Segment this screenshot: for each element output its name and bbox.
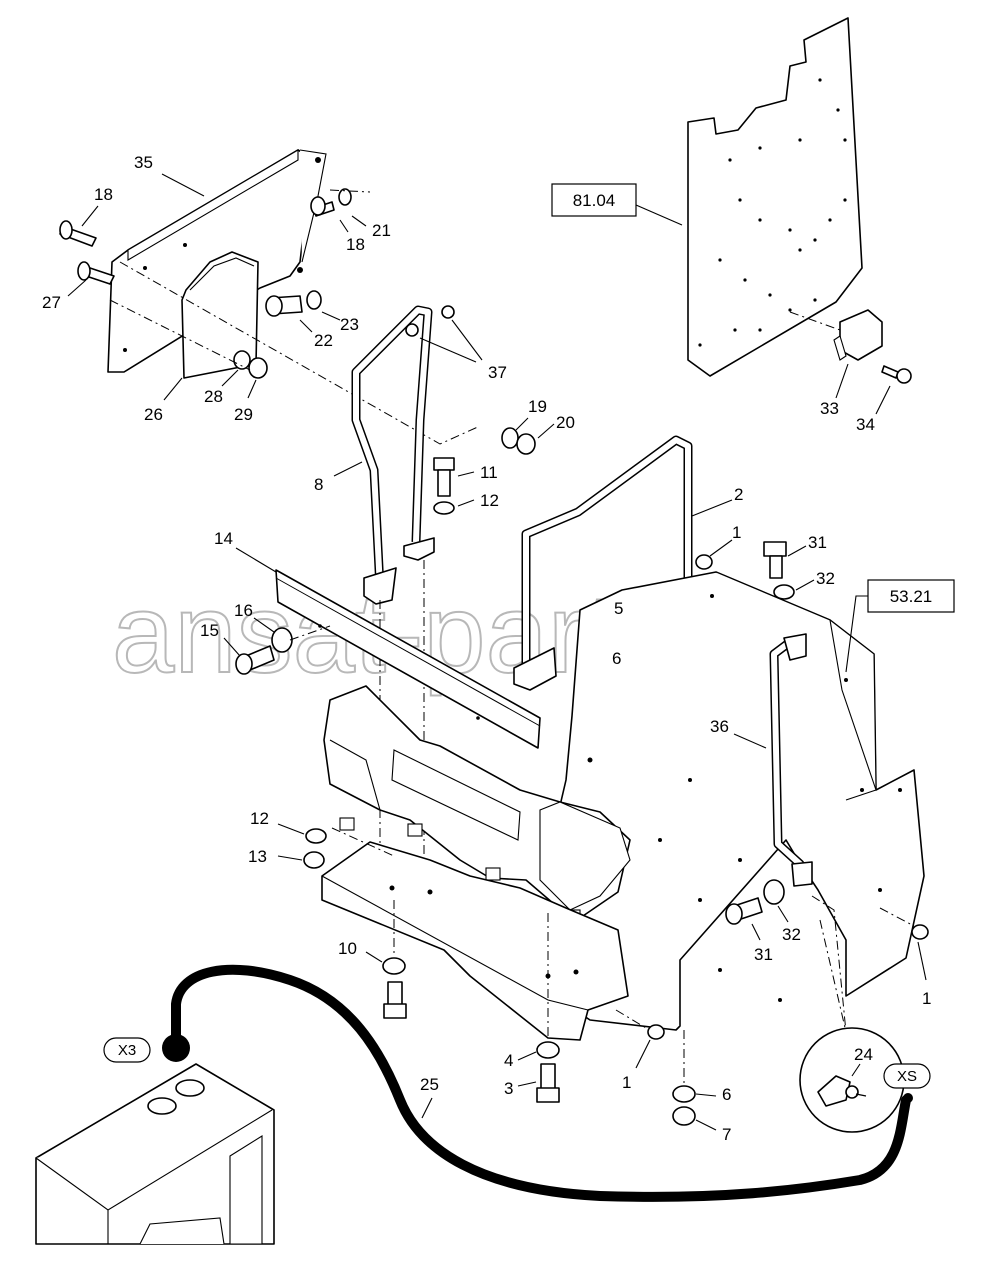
cable-end-xs bbox=[903, 1093, 913, 1103]
lower-housing bbox=[35, 1063, 275, 1245]
bolt-27 bbox=[77, 261, 115, 285]
washer-32-bottom bbox=[763, 879, 785, 905]
callout-20: 20 bbox=[556, 413, 575, 432]
callout-6-lower: 6 bbox=[722, 1085, 731, 1104]
callout-18-right: 18 bbox=[346, 235, 365, 254]
callout-15: 15 bbox=[200, 621, 219, 640]
callout-3: 3 bbox=[504, 1079, 513, 1098]
callout-18-left: 18 bbox=[94, 185, 113, 204]
ref-box-53-21[interactable]: 53.21 bbox=[867, 579, 955, 613]
callout-19: 19 bbox=[528, 397, 547, 416]
bolt-31-top bbox=[763, 541, 787, 579]
connector-x3[interactable]: X3 bbox=[103, 1037, 151, 1063]
bar-14 bbox=[275, 569, 541, 749]
callout-34: 34 bbox=[856, 415, 875, 434]
nut-20 bbox=[516, 433, 536, 455]
cable-25 bbox=[171, 964, 911, 1202]
callout-14: 14 bbox=[214, 529, 233, 548]
washer-4 bbox=[536, 1041, 560, 1059]
callout-16: 16 bbox=[234, 601, 253, 620]
bolt-bottom-10 bbox=[383, 981, 407, 1019]
callout-13: 13 bbox=[248, 847, 267, 866]
nut-7 bbox=[672, 1106, 696, 1126]
svg-text:XS: XS bbox=[897, 1068, 917, 1085]
callout-1-right: 1 bbox=[922, 989, 931, 1008]
bolt-18-left bbox=[59, 220, 97, 247]
callout-27: 27 bbox=[42, 293, 61, 312]
callout-35: 35 bbox=[134, 153, 153, 172]
bolt-3 bbox=[536, 1063, 560, 1103]
bolt-11 bbox=[433, 457, 455, 497]
callout-36: 36 bbox=[710, 717, 729, 736]
callout-28: 28 bbox=[204, 387, 223, 406]
sensor-24-detail bbox=[799, 1027, 905, 1133]
nut-28 bbox=[233, 350, 251, 370]
main-frame bbox=[547, 571, 925, 1031]
base-plate bbox=[321, 841, 629, 1041]
screw-34 bbox=[881, 365, 912, 384]
relay-33 bbox=[789, 309, 883, 361]
callout-labels: 35 18 21 18 27 23 22 26 28 29 37 19 20 8… bbox=[42, 153, 931, 1144]
callout-4: 4 bbox=[504, 1051, 513, 1070]
callout-2: 2 bbox=[734, 485, 743, 504]
callout-11: 11 bbox=[480, 463, 498, 482]
callout-25: 25 bbox=[420, 1075, 439, 1094]
panel-81-04 bbox=[687, 17, 863, 377]
callout-10: 10 bbox=[338, 939, 357, 958]
washer-6-lower bbox=[672, 1085, 696, 1103]
washer-32-top bbox=[773, 584, 795, 600]
washer-10 bbox=[382, 957, 406, 975]
callout-23: 23 bbox=[340, 315, 359, 334]
callout-33: 33 bbox=[820, 399, 839, 418]
bracket-35 bbox=[107, 149, 327, 373]
callout-31-bottom: 31 bbox=[754, 945, 773, 964]
washer-16 bbox=[271, 627, 293, 653]
plug-1-bottom bbox=[647, 1024, 665, 1040]
nut-13 bbox=[303, 851, 325, 869]
callout-29: 29 bbox=[234, 405, 253, 424]
battery-housing bbox=[323, 685, 631, 923]
callout-32-top: 32 bbox=[816, 569, 835, 588]
cable-end-x3 bbox=[162, 1034, 190, 1062]
callout-37: 37 bbox=[488, 363, 507, 382]
callout-22: 22 bbox=[314, 331, 333, 350]
callout-7: 7 bbox=[722, 1125, 731, 1144]
shield-26 bbox=[181, 251, 259, 379]
callout-21: 21 bbox=[372, 221, 391, 240]
connector-xs[interactable]: XS bbox=[883, 1063, 931, 1089]
plug-1-top bbox=[695, 554, 713, 570]
bolt-31-bottom bbox=[725, 897, 763, 925]
nut-29 bbox=[248, 357, 268, 379]
ref-box-81-04[interactable]: 81.04 bbox=[551, 183, 637, 217]
washer-12-upper bbox=[433, 501, 455, 515]
svg-text:X3: X3 bbox=[118, 1042, 136, 1059]
washer-19 bbox=[501, 427, 519, 449]
svg-text:81.04: 81.04 bbox=[573, 191, 616, 210]
bolt-18-right bbox=[310, 188, 371, 217]
callout-1-bottom: 1 bbox=[622, 1073, 631, 1092]
callout-12-upper: 12 bbox=[480, 491, 499, 510]
callout-26: 26 bbox=[144, 405, 163, 424]
handrail-8 bbox=[351, 305, 455, 605]
rail-36 bbox=[769, 633, 813, 887]
callout-6-upper: 6 bbox=[612, 649, 621, 668]
callout-32-bottom: 32 bbox=[782, 925, 801, 944]
callout-24: 24 bbox=[854, 1045, 873, 1064]
svg-text:53.21: 53.21 bbox=[890, 587, 933, 606]
bolt-22 bbox=[265, 290, 322, 317]
plug-1-right bbox=[911, 924, 929, 940]
washer-12-lower bbox=[305, 828, 327, 844]
callout-31-top: 31 bbox=[808, 533, 827, 552]
bolt-15 bbox=[235, 645, 275, 675]
callout-5: 5 bbox=[614, 599, 623, 618]
callout-1-top: 1 bbox=[732, 523, 741, 542]
callout-12-lower: 12 bbox=[250, 809, 269, 828]
callout-8: 8 bbox=[314, 475, 323, 494]
